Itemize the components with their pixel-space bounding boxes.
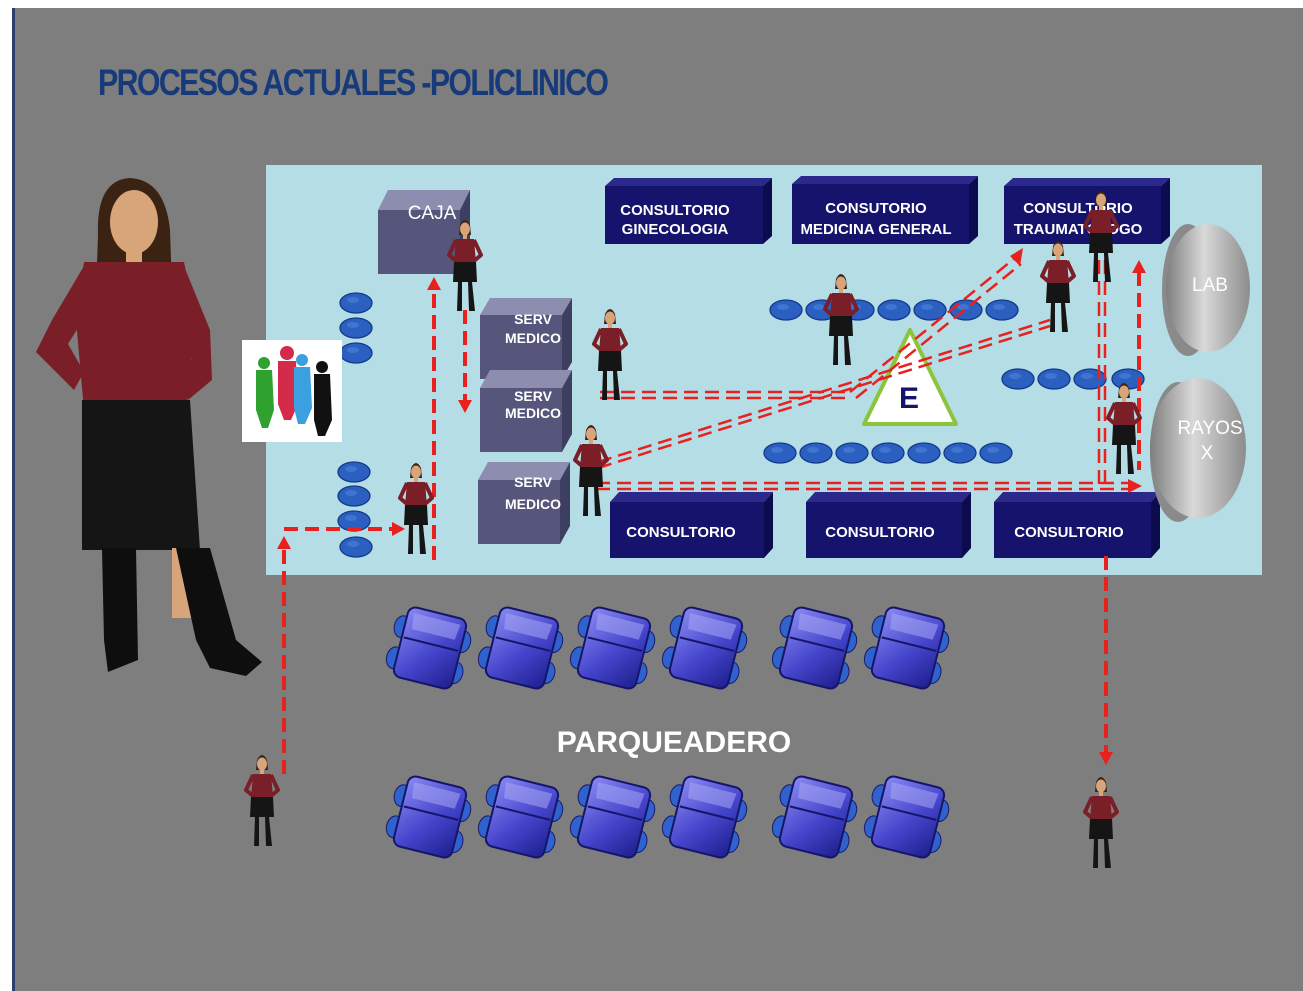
consultorio-ginecologia-line1: CONSULTORIO: [620, 202, 730, 219]
seat-column-upper-left: [339, 292, 373, 364]
flow-arrows: [282, 257, 1141, 774]
page-title: PROCESOS ACTUALES -POLICLINICO: [98, 62, 609, 103]
consultorio-traumatologo-line1: CONSULTORIO: [1023, 200, 1133, 217]
consultorio-bottom-2: CONSULTORIO: [806, 492, 971, 558]
parqueadero-label: PARQUEADERO: [557, 726, 791, 759]
consultorio-bottom-1: CONSULTORIO: [610, 492, 773, 558]
station-e-label: E: [899, 382, 919, 415]
serv-medico-box-1: SERV MEDICO: [480, 298, 572, 379]
serv-medico-2-line2: MEDICO: [505, 405, 561, 421]
parking-cars-bottom-row: [381, 771, 955, 863]
consultorio-bottom-1-label: CONSULTORIO: [626, 524, 736, 541]
consultorio-medicina-general-line2: MEDICINA GENERAL: [800, 221, 951, 238]
lab-label: LAB: [1192, 275, 1228, 296]
serv-medico-box-3: SERV MEDICO: [478, 462, 570, 544]
flow-arrowheads: [277, 248, 1146, 765]
rayos-x-label-line1: RAYOS: [1177, 418, 1242, 439]
consultorio-medicina-general-line1: CONSUTORIO: [825, 200, 927, 217]
consultorio-bottom-3-label: CONSULTORIO: [1014, 524, 1124, 541]
person-figure-icon-parking-left: [244, 753, 280, 848]
person-figure-icon-parking-right: [1083, 775, 1119, 870]
rayos-x-drum-icon: RAYOS X: [1150, 378, 1246, 522]
consultorio-traumatologo: CONSULTORIO TRAUMATOLOGO: [1004, 178, 1170, 244]
rayos-x-label-line2: X: [1201, 443, 1214, 464]
woman-figure-large: [36, 178, 262, 676]
consultorio-bottom-2-label: CONSULTORIO: [825, 524, 935, 541]
consultorio-bottom-3: CONSULTORIO: [994, 492, 1160, 558]
parking-cars-top-row: [381, 602, 955, 694]
caja-label: CAJA: [408, 203, 457, 224]
serv-medico-3-line2: MEDICO: [505, 496, 561, 512]
serv-medico-2-line1: SERV: [514, 388, 553, 404]
consultorio-traumatologo-line2: TRAUMATOLOGO: [1014, 221, 1143, 238]
serv-medico-1-line2: MEDICO: [505, 330, 561, 346]
consultorio-medicina-general: CONSUTORIO MEDICINA GENERAL: [792, 176, 978, 244]
group-silhouette-icon: [242, 340, 342, 442]
consultorio-ginecologia: CONSULTORIO GINECOLOGIA: [605, 178, 772, 244]
serv-medico-box-2: SERV MEDICO: [480, 370, 572, 452]
lab-drum-icon: LAB: [1162, 224, 1250, 356]
serv-medico-1-line1: SERV: [514, 311, 553, 327]
consultorio-ginecologia-line2: GINECOLOGIA: [622, 221, 729, 238]
serv-medico-3-line1: SERV: [514, 474, 553, 490]
slide-left-border: [12, 8, 15, 991]
